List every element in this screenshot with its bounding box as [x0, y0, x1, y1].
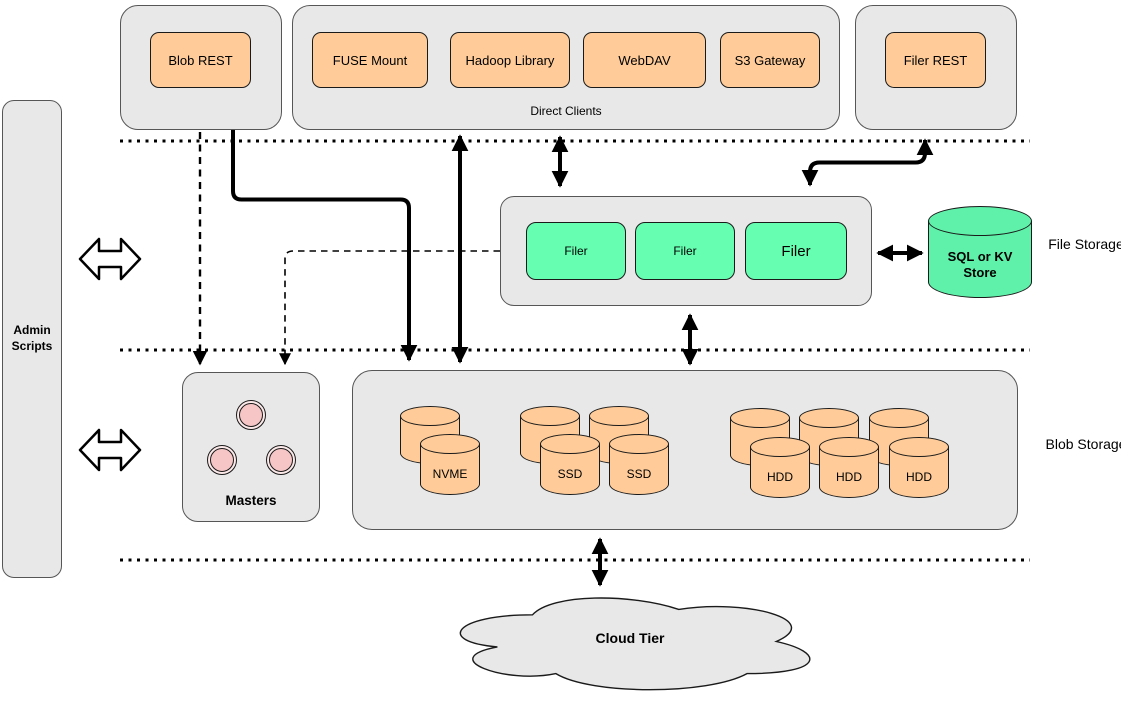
- cylinder-cap: [730, 408, 790, 428]
- master-node-3: [266, 445, 296, 475]
- edge-filerrest-filer: [801, 138, 934, 187]
- cylinder-cap: [799, 408, 859, 428]
- admin-scripts-panel: Admin Scripts: [2, 100, 62, 578]
- cylinder-cap: [819, 437, 879, 457]
- fuse-mount-label: FUSE Mount: [332, 52, 408, 68]
- cylinder-cap: [869, 408, 929, 428]
- hadoop-library-node: Hadoop Library: [450, 32, 570, 88]
- edge-filer-masters: [279, 250, 500, 366]
- cylinder-cap: [520, 406, 580, 426]
- s3-gateway-label: S3 Gateway: [734, 52, 806, 68]
- cylinder-cap: [889, 437, 949, 457]
- direct-clients-caption: Direct Clients: [530, 104, 602, 118]
- hdd-volume-cylinder-3: HDD: [889, 437, 949, 498]
- masters-label: Masters: [225, 493, 277, 508]
- fuse-mount-node: FUSE Mount: [312, 32, 428, 88]
- cloud-tier-label: Cloud Tier: [595, 630, 665, 646]
- master-node-2-core: [210, 448, 234, 472]
- filer-rest-label: Filer REST: [903, 52, 968, 68]
- file-storage-tier-label: File Storage: [1048, 236, 1121, 252]
- filer-label-2: Filer: [673, 244, 697, 258]
- admin-blobstorage-arrow: [78, 428, 142, 472]
- hdd-volume-label-2: HDD: [836, 469, 862, 484]
- kv-store-cylinder: SQL or KV Store: [928, 206, 1032, 298]
- filer-node-2: Filer: [635, 222, 735, 280]
- cylinder-cap: [420, 434, 480, 454]
- cylinder-cap: [400, 406, 460, 426]
- nvme-volume-label: NVME: [432, 466, 468, 481]
- filer-node-1: Filer: [526, 222, 626, 280]
- edge-blobrest-blobstore: [231, 130, 418, 362]
- hdd-volume-cylinder-1: HDD: [750, 437, 810, 498]
- hdd-volume-label-3: HDD: [906, 469, 932, 484]
- webdav-node: WebDAV: [583, 32, 706, 88]
- kv-store-cylinder-cap: [928, 206, 1032, 236]
- admin-scripts-label: Admin Scripts: [11, 323, 53, 353]
- kv-store-label: SQL or KV Store: [947, 248, 1013, 280]
- master-node-3-core: [269, 448, 293, 472]
- s3-gateway-node: S3 Gateway: [720, 32, 820, 88]
- master-node-1: [236, 400, 266, 430]
- ssd-volume-label-2: SSD: [626, 466, 652, 481]
- filer-label-1: Filer: [564, 244, 588, 258]
- hdd-volume-label-1: HDD: [767, 469, 793, 484]
- cylinder-cap: [750, 437, 810, 457]
- filer-rest-node: Filer REST: [885, 32, 986, 88]
- hadoop-library-label: Hadoop Library: [465, 52, 555, 68]
- nvme-volume-cylinder: NVME: [420, 434, 480, 495]
- hdd-volume-cylinder-2: HDD: [819, 437, 879, 498]
- masters-group: [182, 372, 320, 522]
- filer-label-3: Filer: [781, 242, 811, 260]
- blob-rest-node: Blob REST: [150, 32, 251, 88]
- blob-storage-tier-label: Blob Storage: [1045, 436, 1121, 452]
- filer-node-3: Filer: [745, 222, 847, 280]
- cylinder-cap: [540, 434, 600, 454]
- blob-rest-label: Blob REST: [168, 52, 233, 68]
- admin-filestorage-arrow: [78, 237, 142, 281]
- master-node-1-core: [239, 403, 263, 427]
- webdav-label: WebDAV: [618, 52, 671, 68]
- cylinder-cap: [589, 406, 649, 426]
- ssd-volume-cylinder-2: SSD: [609, 434, 669, 495]
- ssd-volume-label-1: SSD: [557, 466, 583, 481]
- master-node-2: [207, 445, 237, 475]
- cylinder-cap: [609, 434, 669, 454]
- ssd-volume-cylinder-1: SSD: [540, 434, 600, 495]
